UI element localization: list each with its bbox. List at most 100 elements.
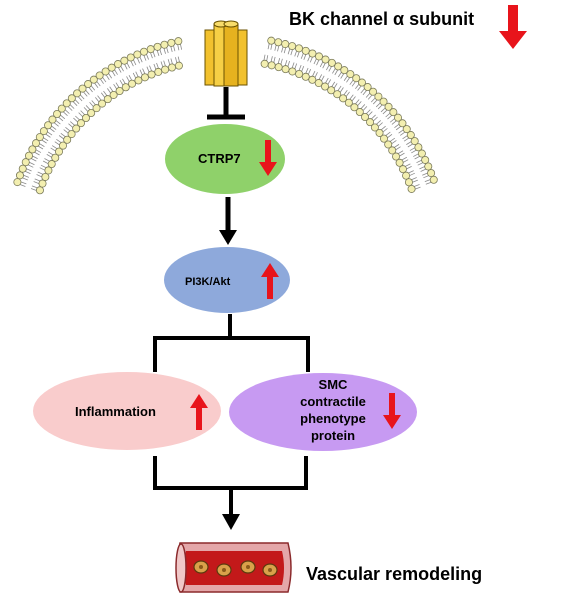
lipid-head — [109, 90, 118, 99]
lipid-head — [267, 36, 276, 45]
smc-label-line4: protein — [311, 428, 355, 443]
lipid-head — [308, 49, 317, 58]
lipid-head — [39, 127, 48, 136]
lipid-head — [147, 70, 156, 79]
smc-label-line3: phenotype — [300, 411, 366, 426]
lipid-head — [327, 58, 336, 67]
lipid-head — [288, 67, 297, 76]
lipid-head — [350, 103, 359, 112]
arrowhead-icon — [219, 230, 237, 245]
lipid-head — [67, 94, 76, 103]
branch-bracket — [153, 314, 310, 372]
lipid-head — [410, 137, 419, 146]
inflammation-label: Inflammation — [75, 404, 156, 419]
lipid-head — [398, 119, 407, 128]
lipid-head — [352, 74, 361, 83]
lipid-head — [388, 146, 397, 155]
lipid-head — [58, 141, 67, 150]
lipid-head — [89, 75, 98, 84]
ctrp7-label: CTRP7 — [198, 151, 241, 166]
lipid-head — [113, 60, 122, 69]
lipid-head — [57, 104, 66, 113]
bk-channel-icon — [204, 20, 248, 87]
arrowhead-icon — [222, 514, 240, 530]
lipid-head — [44, 121, 53, 130]
lipid-head — [160, 40, 169, 49]
lipid-head — [424, 162, 433, 171]
lipid-head — [308, 75, 317, 84]
lipid-head — [333, 90, 342, 99]
lipid-head — [404, 178, 413, 187]
lipid-head — [72, 124, 81, 133]
lipid-head — [321, 55, 330, 64]
lipid-head — [84, 80, 93, 89]
smc-label-line1: SMC — [319, 377, 349, 392]
lipid-head — [375, 128, 384, 137]
lipid-head — [321, 82, 330, 91]
lipid-head — [395, 158, 404, 167]
lipid-head — [407, 184, 416, 193]
lipid-head — [417, 149, 426, 158]
lipid-head — [344, 98, 353, 107]
lipid-head — [355, 108, 364, 117]
lipid-head — [63, 135, 72, 144]
lipid-head — [53, 109, 62, 118]
lipid-head — [140, 73, 149, 82]
merge-bracket — [153, 456, 308, 516]
lipid-head — [260, 59, 269, 68]
lipid-head — [340, 66, 349, 75]
lipid-head — [38, 179, 47, 188]
blood-vessel-icon — [175, 542, 292, 593]
lipid-head — [67, 130, 76, 139]
lipid-head — [301, 46, 310, 55]
lipid-head — [133, 50, 142, 59]
lipid-head — [81, 113, 90, 122]
inflammation-node — [33, 372, 221, 450]
lipid-head — [120, 56, 129, 65]
lipid-head — [389, 108, 398, 117]
lipid-head — [394, 113, 403, 122]
lipid-head — [44, 166, 53, 175]
lipid-head — [48, 115, 57, 124]
lipid-head — [153, 42, 162, 51]
lipid-head — [334, 62, 343, 71]
lipid-head — [379, 134, 388, 143]
lipid-head — [370, 123, 379, 132]
lipid-head — [357, 78, 366, 87]
lipid-head — [146, 45, 155, 54]
up-arrow-icon — [190, 394, 208, 430]
lipid-head — [295, 69, 304, 78]
lipid-head — [369, 87, 378, 96]
lipid-head — [392, 152, 401, 161]
lipid-head — [128, 79, 137, 88]
lipid-head — [62, 99, 71, 108]
down-arrow-icon — [499, 5, 527, 49]
lipid-head — [288, 42, 297, 51]
lipid-head — [315, 52, 324, 61]
lipid-head — [327, 86, 336, 95]
lipid-head — [51, 153, 60, 162]
lipid-head — [346, 70, 355, 79]
lipid-head — [361, 112, 370, 121]
lipid-head — [402, 171, 411, 180]
lipid-head — [73, 89, 82, 98]
lipid-head — [281, 40, 290, 49]
smc-node — [229, 373, 417, 451]
lipid-head — [384, 140, 393, 149]
lipid-head — [414, 143, 423, 152]
lipid-head — [294, 44, 303, 53]
lipid-head — [139, 47, 148, 56]
lipid-head — [384, 102, 393, 111]
lipid-head — [161, 65, 170, 74]
lipid-head — [21, 158, 30, 167]
lipid-head — [421, 155, 430, 164]
vascular-remodeling-label: Vascular remodeling — [306, 564, 483, 584]
down-arrow-icon — [383, 393, 401, 429]
lipid-head — [76, 119, 85, 128]
lipid-head — [78, 84, 87, 93]
lipid-head — [274, 38, 283, 47]
lipid-head — [121, 83, 130, 92]
lipid-head — [379, 97, 388, 106]
pi3k-node — [164, 247, 290, 313]
